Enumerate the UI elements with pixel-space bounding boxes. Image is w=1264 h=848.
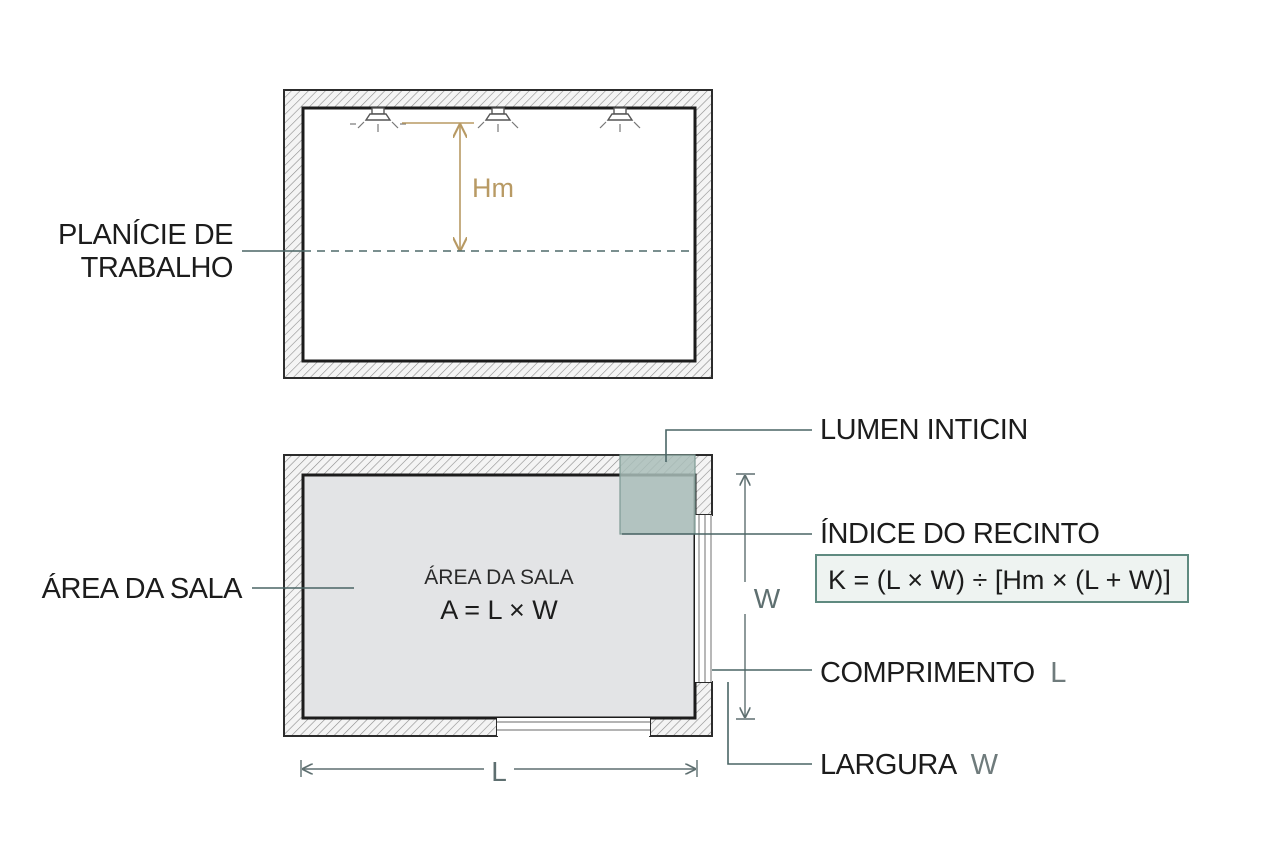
- ceiling-lamp-icon: [350, 107, 406, 132]
- plan-view: ÁREA DA SALA A = L × W ÁREA DA SALA L W …: [42, 414, 1189, 787]
- section-view: Hm PLANÍCIE DE TRABALHO: [58, 89, 713, 379]
- lumen-highlight-square: [619, 454, 696, 535]
- window-gap: [695, 515, 712, 682]
- work-plane-label-line1: PLANÍCIE DE: [58, 218, 233, 251]
- room-index-formula: K = (L × W) ÷ [Hm × (L + W)]: [828, 565, 1171, 595]
- room-area-formula: A = L × W: [440, 595, 558, 625]
- ceiling-lamp-icon: [599, 107, 641, 132]
- width-label-text: LARGURA: [820, 749, 958, 781]
- work-plane-label-line2: TRABALHO: [81, 252, 233, 284]
- width-label: LARGURA W: [820, 749, 999, 781]
- section-interior: [301, 106, 697, 363]
- room-area-left-label: ÁREA DA SALA: [42, 572, 243, 605]
- hm-label: Hm: [472, 173, 514, 203]
- lumen-leader: [665, 429, 812, 462]
- length-label-text: COMPRIMENTO: [820, 657, 1035, 689]
- ceiling-lamp-icon: [477, 107, 519, 132]
- lumen-label: LUMEN INTICIN: [820, 414, 1028, 446]
- width-leader: [727, 682, 812, 765]
- length-label-suffix: L: [1050, 657, 1066, 689]
- room-index-formula-box: [815, 554, 1189, 603]
- dim-l-label: L: [491, 756, 507, 787]
- room-index-label: ÍNDICE DO RECINTO: [820, 517, 1099, 550]
- door-gap: [497, 718, 650, 736]
- width-label-suffix: W: [971, 749, 999, 781]
- dim-w-label: W: [754, 583, 781, 614]
- room-area-center-label: ÁREA DA SALA: [424, 566, 573, 589]
- length-label: COMPRIMENTO L: [820, 657, 1066, 689]
